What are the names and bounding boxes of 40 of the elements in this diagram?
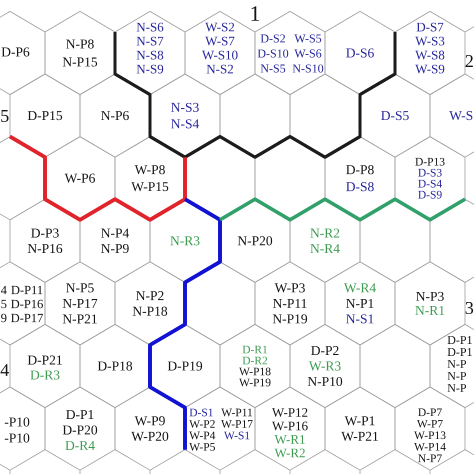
hex-cell: W-P3 N-P11 N-P19 [254, 261, 326, 346]
hex-cell: N-S3 N-S4 [148, 74, 222, 159]
hex-cell: N-R3 [149, 197, 222, 284]
hex-cell: W-P1 W-P21 [324, 386, 396, 471]
hex-cell: D-P3 N-P16 [10, 198, 81, 283]
hex-cell: D-R1 D-R2 W-P18 W-P19 [220, 324, 290, 408]
hex-cell: N-P8 N-P15 [44, 11, 116, 95]
hex-cell: D-P19 [148, 322, 220, 410]
hex-cell: N-P2 N-P18 [114, 261, 187, 347]
hex-cell: D-P21 D-R3 [10, 324, 80, 408]
hex-cell: N-P4 N-P9 [78, 197, 152, 283]
hex-cell: W-P8 W-P15 [113, 135, 187, 222]
hex-cell: D-P15 [9, 74, 80, 159]
hex-cell: W-S [430, 74, 474, 158]
hex-cell: 4 5 9 D-P11 D-P16 D-P17 [0, 261, 46, 346]
hex-cell: D-P2 W-R3 N-P10 [290, 324, 360, 408]
region-number: 4 [0, 364, 9, 376]
hex-cell: N-S6 N-S7 N-S8 N-S9 [114, 11, 186, 96]
hex-cell: W-P9 W-P20 [114, 385, 187, 471]
region-number: 3 [466, 302, 474, 314]
hex-cell: D-S1 W-P2 W-P4 W-P5 W-P11 W-P17 W-S1 [183, 386, 256, 471]
hex-cell: D-P6 [0, 11, 46, 95]
hex-cell: N-P5 N-P17 N-P21 [44, 261, 116, 346]
hex-cell: W-P6 [43, 136, 117, 222]
hex-cell: D-S7 W-S3 W-S8 W-S9 [394, 11, 466, 95]
hex-cell: N-R2 N-R4 [288, 198, 362, 283]
hex-cell: D-P18 [80, 324, 152, 408]
hex-cell: -P10 -P10 [0, 386, 46, 471]
hex-cell: D-P8 D-S8 [323, 135, 397, 222]
hex-cell: D-S6 [324, 11, 396, 96]
hex-cell: D-S5 [358, 72, 430, 158]
hex-cell: W-P12 W-P16 W-R1 W-R2 [254, 386, 326, 471]
region-number: 2 [466, 55, 473, 67]
hex-cell: D-P13 D-S3 D-S4 D-S9 [393, 136, 467, 222]
hex-cell: N-P6 [80, 72, 152, 158]
region-number: 5 [1, 110, 8, 122]
hex-cell: D-P1 D-P20 D-R4 [44, 386, 116, 471]
hex-cell: N-P20 [218, 198, 292, 283]
hex-cell: W-R4 N-P1 N-S1 [324, 261, 396, 346]
hex-cell: D-P1 D-P1 N-P N-P N-P [430, 324, 474, 408]
